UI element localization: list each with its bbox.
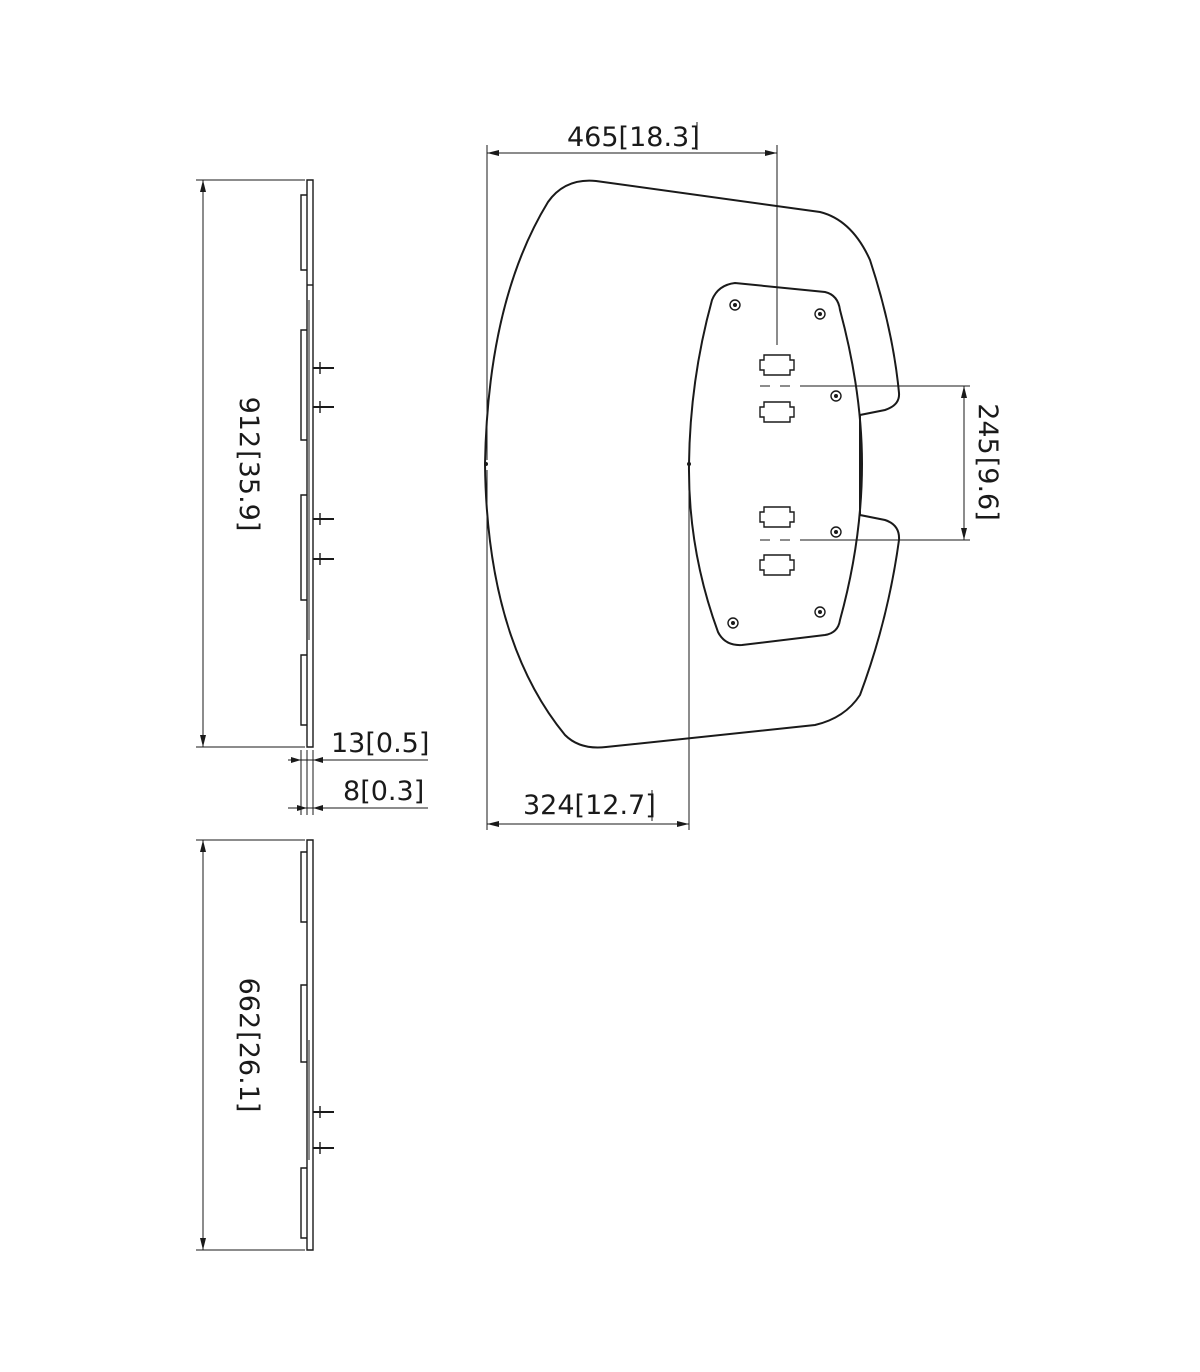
screw-holes — [727, 299, 842, 629]
side-view-upper: 912[35.9] 13[0.5] 8[0.3] — [196, 179, 429, 815]
mounting-slots — [759, 354, 795, 576]
dim-thickness-total: 13[0.5] — [331, 728, 429, 759]
svg-text:662[26.1]: 662[26.1] — [233, 978, 264, 1113]
svg-text:912[35.9]: 912[35.9] — [233, 397, 264, 532]
side-view-lower: 662[26.1] — [196, 839, 334, 1251]
dim-thickness-plate: 8[0.3] — [343, 776, 424, 807]
dim-width-bottom: 324[12.7] — [523, 790, 656, 821]
svg-text:245[9.6]: 245[9.6] — [972, 403, 1003, 521]
dim-height-side: 912[35.9] — [233, 397, 264, 532]
dim-height-lower: 662[26.1] — [233, 978, 264, 1113]
dim-height-side-inch: 35.9 — [233, 461, 264, 521]
dim-height-side-mm: 912 — [233, 397, 264, 449]
dim-spacing-vertical: 245[9.6] — [972, 403, 1003, 521]
adapter-plate-outline — [687, 281, 864, 647]
front-view: 465[18.3] 324[12.7] 245[9.6] — [483, 122, 1003, 830]
dim-width-top: 465[18.3] — [567, 122, 700, 153]
outer-plate-outline — [483, 179, 901, 749]
